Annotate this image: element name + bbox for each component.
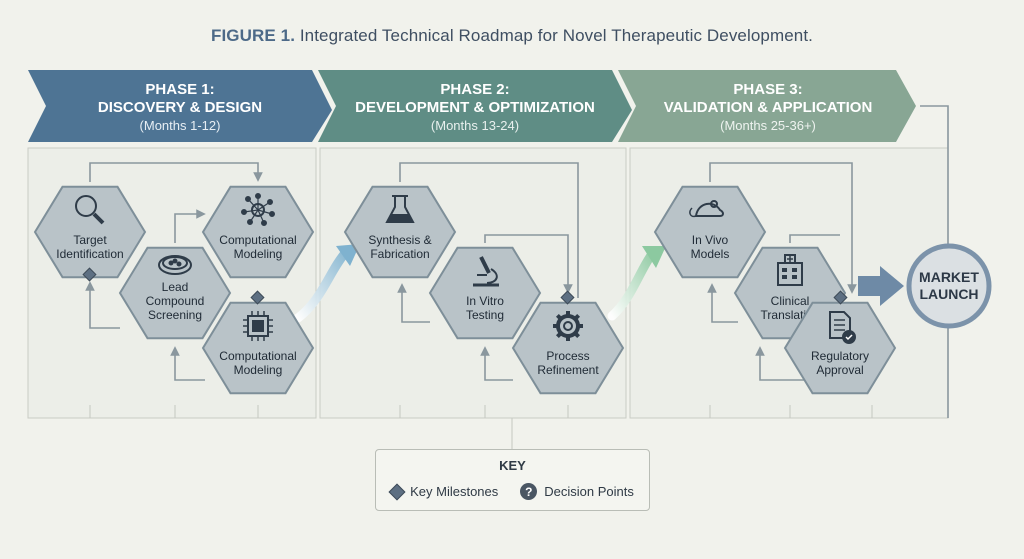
- milestone-diamond: [833, 290, 848, 305]
- microscope-icon: [473, 256, 499, 287]
- phase-banner-2: PHASE 2: DEVELOPMENT & OPTIMIZATION (Mon…: [318, 70, 632, 142]
- milestone-markers: [82, 267, 848, 305]
- hexagon-shape: [201, 185, 315, 279]
- phase-3-heading: PHASE 3:: [733, 81, 802, 98]
- node-label: Refinement: [537, 363, 599, 377]
- node-label: Modeling: [234, 363, 283, 377]
- phase-1-months: (Months 1-12): [140, 118, 221, 133]
- hexagon-shape: [33, 185, 147, 279]
- figure-title: FIGURE 1. Integrated Technical Roadmap f…: [0, 26, 1024, 46]
- gear-icon: [553, 311, 583, 341]
- node-label: Lead: [162, 280, 189, 294]
- hexagon-shape: [343, 185, 457, 279]
- market-label-line1: MARKET: [919, 269, 979, 285]
- node-label: In Vitro: [466, 294, 504, 308]
- process-nodes: TargetIdentificationLeadCompoundScreenin…: [33, 185, 897, 395]
- node-label: Identification: [56, 247, 123, 261]
- hexagon-shape: [118, 246, 232, 340]
- legend-decision-label: Decision Points: [544, 484, 634, 499]
- market-launch: MARKET LAUNCH: [858, 243, 992, 329]
- node-label: Modeling: [234, 247, 283, 261]
- phase-1-title: DISCOVERY & DESIGN: [98, 99, 262, 116]
- diamond-icon: [388, 483, 406, 500]
- node-label: Computational: [219, 349, 296, 363]
- market-label-line2: LAUNCH: [919, 286, 978, 302]
- legend-milestone: Key Milestones: [388, 483, 499, 500]
- timeline-ticks: [89, 405, 873, 449]
- phase-banner-3: PHASE 3: VALIDATION & APPLICATION (Month…: [618, 70, 916, 142]
- figure-title-text: Integrated Technical Roadmap for Novel T…: [299, 26, 813, 45]
- node-label: Models: [691, 247, 730, 261]
- node-label: Compound: [146, 294, 205, 308]
- legend-key: KEY Key Milestones ? Decision Points: [375, 449, 650, 511]
- hexagon-shape: [653, 185, 767, 279]
- hospital-icon: [777, 254, 803, 286]
- node-label: Testing: [466, 308, 504, 322]
- node-label: In Vivo: [692, 233, 729, 247]
- phase-transition-arrow-2: [607, 246, 666, 321]
- chip-icon: [243, 311, 273, 341]
- flask-icon: [385, 195, 415, 223]
- phase-3-months: (Months 25-36+): [720, 118, 816, 133]
- node-label: Clinical: [771, 294, 810, 308]
- phase-2-title: DEVELOPMENT & OPTIMIZATION: [355, 99, 595, 116]
- node-label: Fabrication: [370, 247, 429, 261]
- market-arrow: [858, 266, 904, 306]
- node-label: Process: [546, 349, 589, 363]
- node-label: Synthesis &: [368, 233, 431, 247]
- hexagon-shape: [428, 246, 542, 340]
- node-label: Computational: [219, 233, 296, 247]
- legend-milestone-label: Key Milestones: [410, 484, 499, 499]
- hexagon-shape: [201, 301, 315, 395]
- phase-2-heading: PHASE 2:: [440, 81, 509, 98]
- node-label: Approval: [816, 363, 863, 377]
- question-icon: ?: [520, 483, 538, 500]
- circuit-brain-icon: [241, 193, 275, 226]
- legend-title: KEY: [499, 458, 526, 473]
- phase-3-title: VALIDATION & APPLICATION: [664, 99, 873, 116]
- milestone-diamond: [560, 290, 575, 305]
- milestone-diamond: [82, 267, 97, 282]
- process-node: Synthesis &Fabrication: [343, 185, 457, 279]
- petri-dish-icon: [158, 255, 192, 275]
- milestone-diamond: [250, 290, 265, 305]
- node-label: Target: [73, 233, 107, 247]
- phase-transition-arrow-1: [293, 244, 360, 323]
- hexagon-shape: [511, 301, 625, 395]
- legend-decision: ? Decision Points: [520, 483, 634, 500]
- phase-1-heading: PHASE 1:: [145, 81, 214, 98]
- node-label: Screening: [148, 308, 202, 322]
- document-check-icon: [829, 311, 856, 344]
- phase-banner-1: PHASE 1: DISCOVERY & DESIGN (Months 1-12…: [28, 70, 332, 142]
- hexagon-shape: [783, 301, 897, 395]
- node-label: Regulatory: [811, 349, 869, 363]
- figure-label: FIGURE 1.: [211, 26, 296, 45]
- magnifier-icon: [75, 195, 105, 225]
- mouse-icon: [689, 200, 724, 218]
- phase-2-months: (Months 13-24): [431, 118, 519, 133]
